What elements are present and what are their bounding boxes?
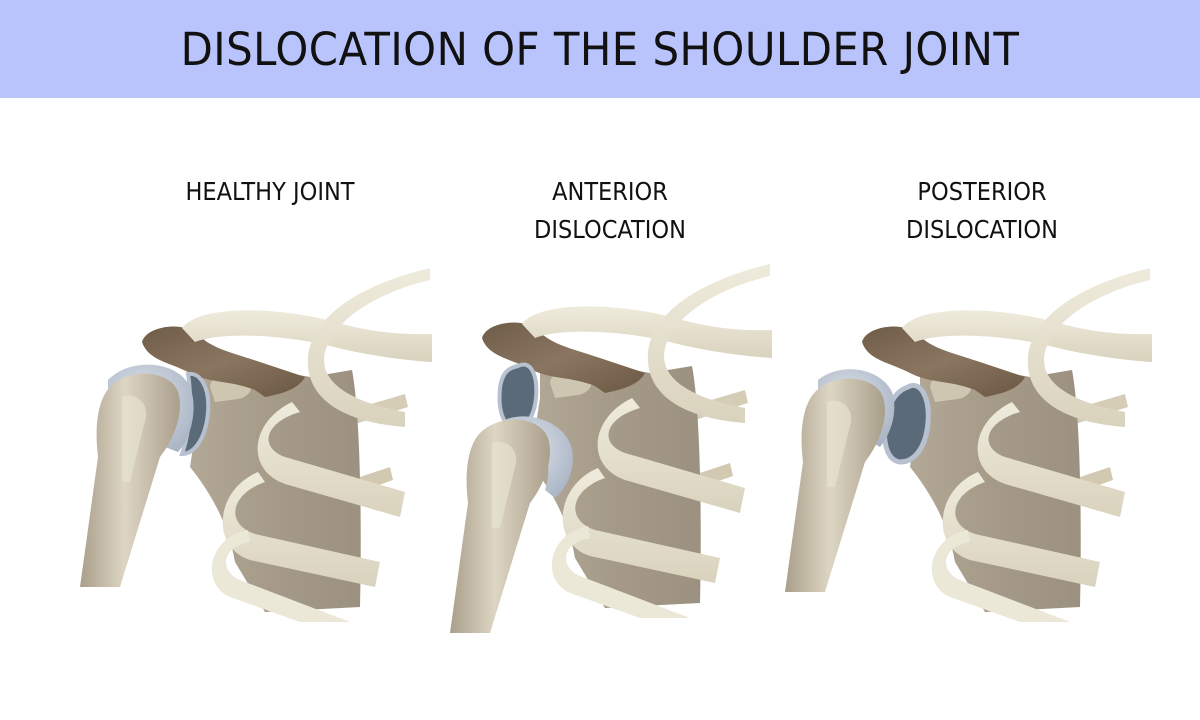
page-title: DISLOCATION OF THE SHOULDER JOINT [180, 22, 1020, 76]
panel-healthy-joint [60, 262, 440, 632]
label-line: HEALTHY JOINT [185, 177, 355, 206]
panel-posterior-dislocation [740, 262, 1160, 632]
healthy-shoulder-illustration [80, 268, 432, 622]
label-line: ANTERIOR [552, 177, 668, 206]
label-line: POSTERIOR [917, 177, 1047, 206]
anterior-dislocation-illustration [450, 264, 772, 633]
label-line: DISLOCATION [534, 215, 686, 244]
label-posterior-dislocation: POSTERIOR DISLOCATION [856, 173, 1108, 249]
title-banner: DISLOCATION OF THE SHOULDER JOINT [0, 0, 1200, 98]
label-anterior-dislocation: ANTERIOR DISLOCATION [484, 173, 736, 249]
panel-anterior-dislocation [400, 258, 780, 638]
label-line: DISLOCATION [906, 215, 1058, 244]
posterior-dislocation-illustration [785, 268, 1152, 622]
label-healthy-joint: HEALTHY JOINT [144, 173, 396, 211]
